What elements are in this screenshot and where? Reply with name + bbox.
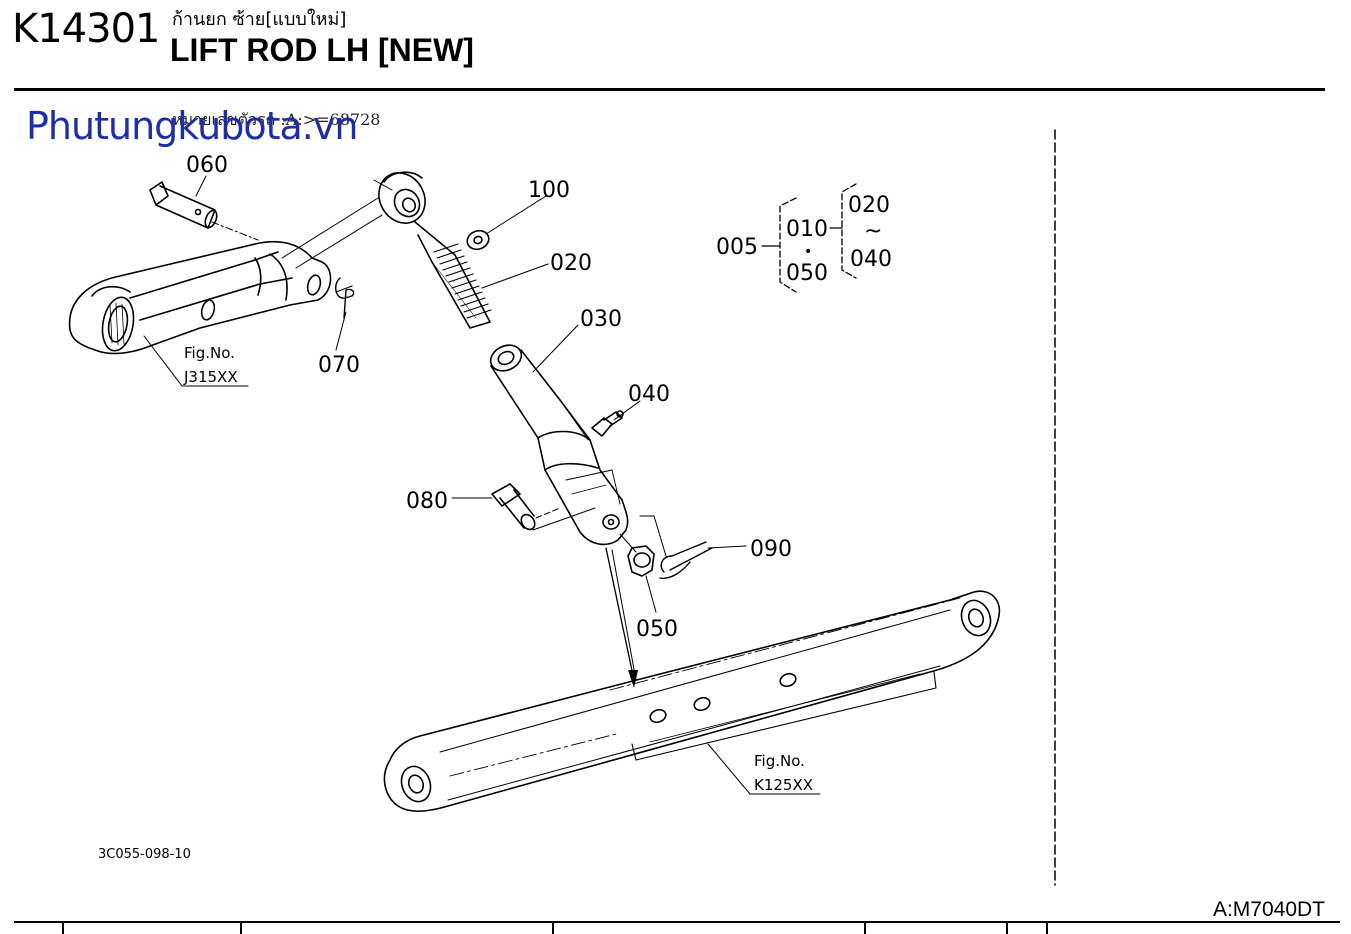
footer-divider [14,921,1340,923]
english-title: LIFT ROD LH [NEW] [170,32,474,68]
assembly-main: 005 [716,235,758,260]
assembly-dot: • [804,244,812,260]
header-divider [14,88,1325,91]
callout-030: 030 [580,307,622,332]
table-column-divider [62,921,64,934]
pin-060 [149,181,218,229]
lower-link [383,590,1001,813]
table-column-divider [1006,921,1008,934]
callout-050: 050 [636,617,678,642]
watermark: Phutungkubota.vn [26,104,358,148]
fig-ref-lift-arm: J315XX [183,368,238,386]
drawing-number: 3C055-098-10 [98,847,191,862]
model-code: A:M7040DT [1212,898,1325,921]
assembly-tilde: ~ [864,219,882,244]
assembly-sub: 010 [786,217,828,242]
callout-080: 080 [406,489,448,514]
assembly-range-end: 040 [850,247,892,272]
body-030 [489,344,629,546]
serial-note: หมายเลขตัวรถ :A:>=68728 [172,110,381,129]
table-column-divider [1046,921,1048,934]
fig-label-lift-arm: Fig.No. [184,344,235,362]
callout-040: 040 [628,382,670,407]
assembly-sub-last: 050 [786,261,828,286]
assembly-range-start: 020 [848,193,890,218]
fig-ref-lower-link: K125XX [754,776,813,794]
table-column-divider [864,921,866,934]
callout-090: 090 [750,537,792,562]
table-column-divider [552,921,554,934]
rod-end-020 [378,171,492,329]
thai-title: ก้านยก ซ้าย[แบบใหม่] [172,9,347,30]
callout-100: 100 [528,178,570,203]
lift-arm [68,240,332,355]
callout-020: 020 [550,251,592,276]
table-column-divider [240,921,242,934]
part-group-code: K14301 [12,6,160,52]
callout-070: 070 [318,353,360,378]
grease-nipple-040 [591,410,624,437]
fig-label-lower-link: Fig.No. [754,752,805,770]
pin-080 [491,483,596,531]
nut-050 [627,545,655,577]
callout-060: 060 [186,153,228,178]
